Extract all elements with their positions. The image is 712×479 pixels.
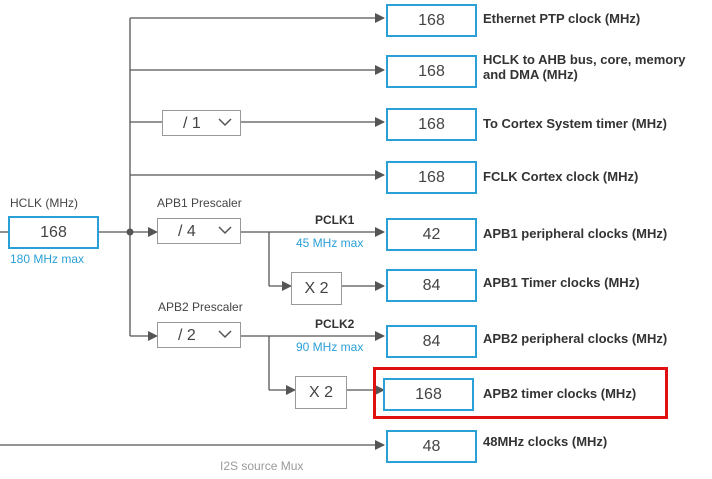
apb2-timer-clocks-value[interactable]: 168	[383, 378, 474, 411]
apb2-timer-multiplier: X 2	[295, 376, 347, 409]
hclk-ahb-label: HCLK to AHB bus, core, memory and DMA (M…	[483, 52, 686, 82]
apb2-timer-clocks-label: APB2 timer clocks (MHz)	[483, 386, 637, 401]
apb1-timer-clocks-label: APB1 Timer clocks (MHz)	[483, 275, 640, 290]
apb2-prescaler-value: / 2	[178, 327, 196, 344]
pclk1-label: PCLK1	[315, 213, 355, 227]
apb1-prescaler-label: APB1 Prescaler	[157, 196, 242, 210]
apb1-prescaler-value: / 4	[178, 223, 196, 240]
apb2-timer-highlight-box	[373, 367, 668, 419]
cortex-system-timer-value[interactable]: 168	[386, 108, 477, 141]
pclk2-max-label: 90 MHz max	[296, 340, 364, 354]
hclk-label: HCLK (MHz)	[10, 196, 78, 210]
chevron-down-icon	[218, 226, 232, 235]
pclk1-max-label: 45 MHz max	[296, 236, 364, 250]
apb1-peripheral-clocks-value[interactable]: 42	[386, 218, 477, 251]
chevron-down-icon	[218, 118, 232, 127]
apb1-peripheral-clocks-label: APB1 peripheral clocks (MHz)	[483, 226, 668, 241]
apb2-peripheral-clocks-label: APB2 peripheral clocks (MHz)	[483, 331, 668, 346]
apb2-peripheral-clocks-value[interactable]: 84	[386, 325, 477, 358]
cortex-timer-prescaler-select[interactable]: / 1	[162, 110, 241, 136]
hclk-max-label: 180 MHz max	[10, 252, 85, 266]
apb1-prescaler-select[interactable]: / 4	[157, 218, 241, 244]
cortex-system-timer-label: To Cortex System timer (MHz)	[483, 116, 667, 131]
apb1-timer-multiplier: X 2	[291, 272, 342, 305]
apb2-prescaler-select[interactable]: / 2	[157, 322, 241, 348]
48mhz-clocks-value[interactable]: 48	[386, 430, 477, 463]
fclk-cortex-clock-label: FCLK Cortex clock (MHz)	[483, 169, 639, 184]
fclk-cortex-clock-value[interactable]: 168	[386, 161, 477, 194]
chevron-down-icon	[218, 330, 232, 339]
cortex-timer-prescaler-value: / 1	[183, 115, 201, 132]
i2s-source-mux-label: I2S source Mux	[220, 459, 304, 473]
pclk2-label: PCLK2	[315, 317, 355, 331]
hclk-input[interactable]: 168	[8, 216, 99, 249]
apb2-prescaler-label: APB2 Prescaler	[158, 300, 243, 314]
ethernet-ptp-clock-label: Ethernet PTP clock (MHz)	[483, 11, 641, 26]
ethernet-ptp-clock-value[interactable]: 168	[386, 4, 477, 37]
hclk-ahb-value[interactable]: 168	[386, 55, 477, 88]
apb1-timer-clocks-value[interactable]: 84	[386, 269, 477, 302]
48mhz-clocks-label: 48MHz clocks (MHz)	[483, 434, 608, 449]
